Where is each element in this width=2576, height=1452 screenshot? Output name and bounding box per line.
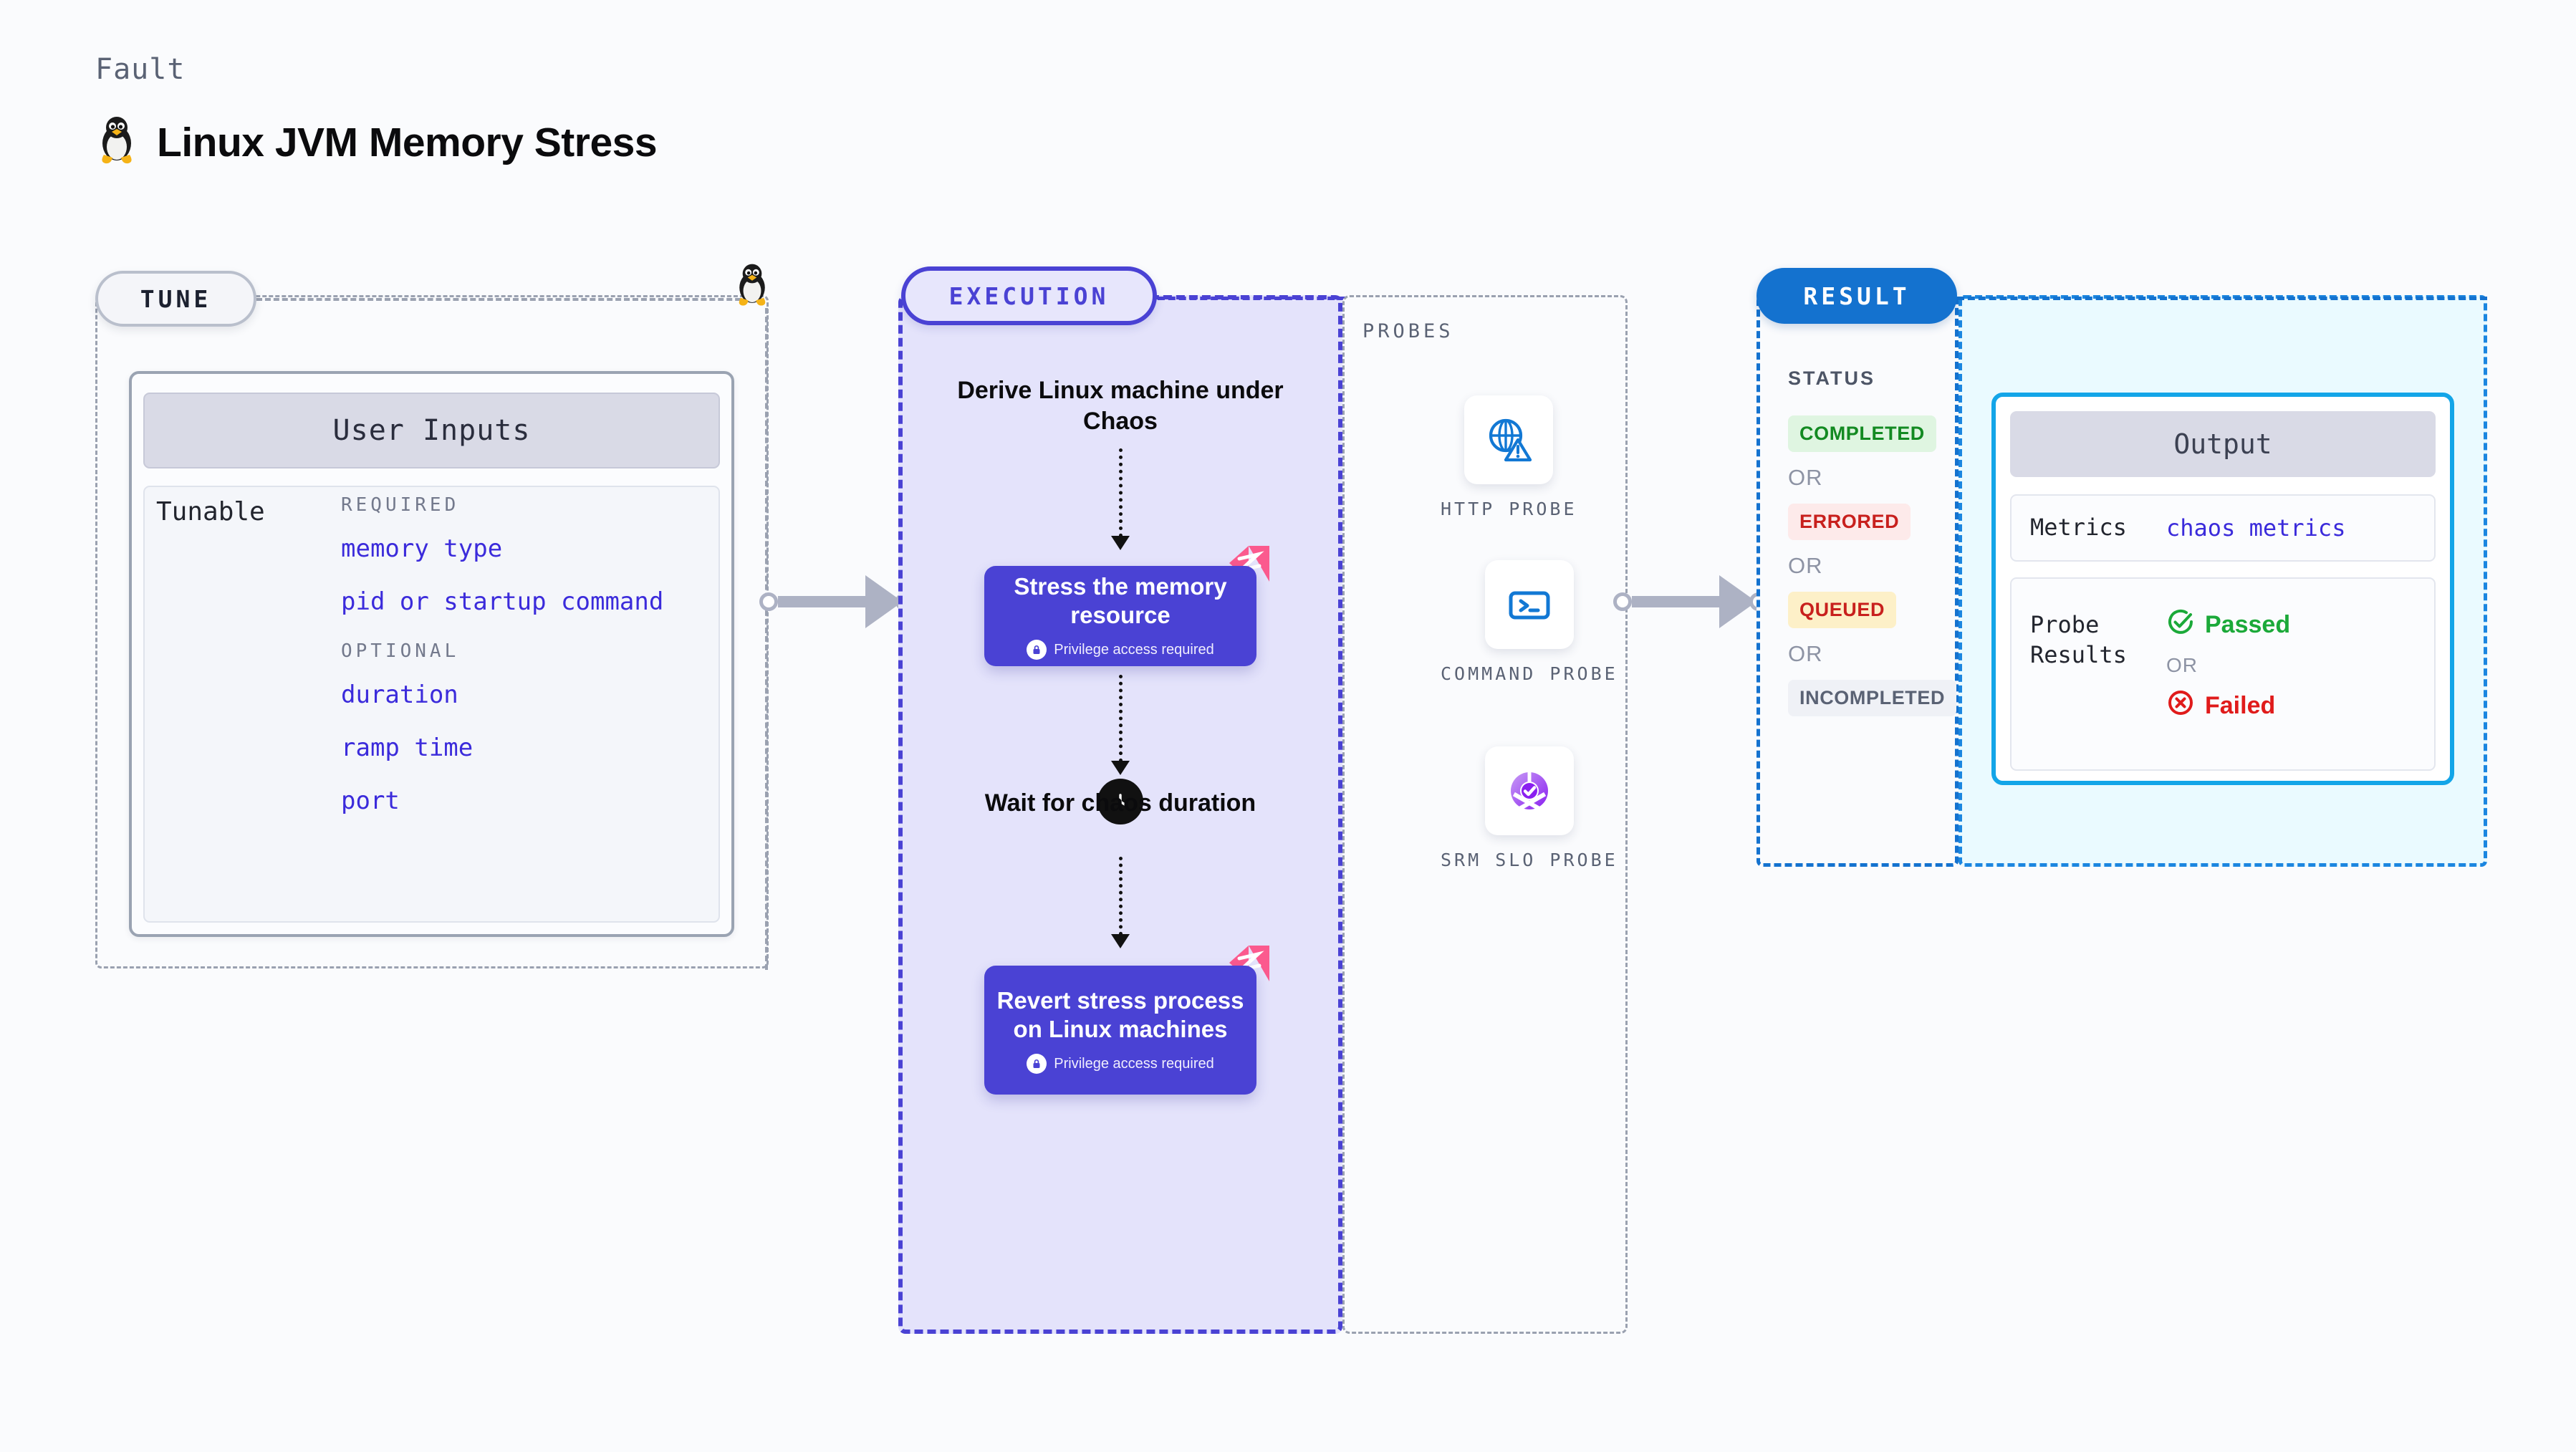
tune-badge[interactable]: TUNE (95, 271, 256, 327)
x-circle-icon (2166, 688, 2195, 723)
probe-label: SRM SLO PROBE (1441, 850, 1618, 870)
probe-label: HTTP PROBE (1441, 499, 1577, 519)
user-inputs-header: User Inputs (143, 393, 720, 468)
passed-label: Passed (2205, 611, 2291, 638)
metrics-key: Metrics (2030, 514, 2127, 542)
connector-dot (759, 592, 778, 611)
probe-label: COMMAND PROBE (1441, 663, 1618, 684)
failed-label: Failed (2205, 692, 2276, 719)
connector-bar (1632, 596, 1719, 607)
metrics-value[interactable]: chaos metrics (2166, 514, 2346, 542)
execution-top-dash (1158, 297, 1345, 300)
tunable-item[interactable]: duration (341, 681, 458, 709)
flow-line (1119, 675, 1123, 762)
probe-item-http[interactable]: HTTP PROBE (1441, 395, 1577, 521)
node-title: Revert stress process on Linux machines (996, 986, 1244, 1042)
tunable-item[interactable]: ramp time (341, 734, 474, 762)
tunable-group-title: REQUIRED (341, 494, 460, 516)
flow-arrowhead (1111, 934, 1130, 948)
probe-results-key: Probe Results (2030, 611, 2127, 668)
probe-result-passed: Passed (2166, 607, 2290, 643)
probes-title: PROBES (1363, 320, 1454, 342)
status-title: STATUS (1788, 367, 1875, 389)
flow-arrowhead (1111, 536, 1130, 550)
execution-step-derive: Derive Linux machine under Chaos (957, 377, 1284, 435)
status-badge: QUEUED (1788, 592, 1897, 628)
lock-icon (1027, 1054, 1047, 1074)
or-label: OR (1788, 553, 1823, 578)
or-label: OR (1788, 465, 1823, 490)
probe-result-failed: Failed (2166, 688, 2290, 723)
tunable-list: REQUIRED memory type pid or startup comm… (341, 494, 663, 840)
node-privilege-note: Privilege access required (1027, 640, 1214, 660)
result-region (1756, 295, 1959, 867)
execution-badge[interactable]: EXECUTION (901, 266, 1157, 325)
status-badge: COMPLETED (1788, 415, 1936, 452)
tunable-group-title: OPTIONAL (341, 640, 460, 662)
lock-icon (1027, 640, 1047, 660)
or-label: OR (1788, 641, 1823, 666)
page-title-row: Linux JVM Memory Stress (95, 115, 658, 170)
terminal-icon (1484, 560, 1574, 649)
execution-step-wait: Wait for chaos duration (984, 789, 1256, 817)
connector-tune-to-execution (759, 575, 914, 628)
page-title: Linux JVM Memory Stress (157, 119, 658, 165)
output-probe-results-row: Probe Results Passed OR Failed (2010, 577, 2436, 771)
tune-top-dash (256, 298, 758, 301)
status-badge: INCOMPLETED (1788, 680, 1957, 716)
tunable-item[interactable]: memory type (341, 534, 503, 563)
flow-line (1119, 857, 1123, 936)
linux-penguin-marker-icon (732, 262, 772, 312)
tunable-item[interactable]: port (341, 787, 400, 815)
globe-warning-icon (1464, 395, 1554, 484)
connector-bar (778, 596, 865, 607)
node-privilege-note: Privilege access required (1027, 1054, 1214, 1074)
check-circle-icon (2166, 607, 2195, 643)
slo-donut-check-icon (1484, 746, 1574, 835)
tunable-item[interactable]: pid or startup command (341, 587, 664, 616)
tune-right-dash (765, 308, 768, 970)
connector-dot (1613, 592, 1632, 611)
probe-item-command[interactable]: COMMAND PROBE (1441, 560, 1618, 686)
result-badge[interactable]: RESULT (1756, 268, 1957, 324)
linux-penguin-icon (95, 115, 138, 170)
status-list: COMPLETED OR ERRORED OR QUEUED OR INCOMP… (1788, 415, 1957, 716)
node-privilege-text: Privilege access required (1054, 641, 1214, 658)
tunable-box (143, 486, 720, 923)
flow-line (1119, 448, 1123, 537)
result-top-dash (1957, 297, 2487, 300)
node-title: Stress the memory resource (1014, 572, 1227, 628)
output-metrics-row: Metrics chaos metrics (2010, 494, 2436, 562)
flow-arrowhead (1111, 761, 1130, 775)
clock-icon (1097, 779, 1143, 824)
execution-node-revert[interactable]: Revert stress process on Linux machines … (984, 966, 1256, 1095)
node-privilege-text: Privilege access required (1054, 1055, 1214, 1072)
or-label: OR (2166, 654, 2198, 676)
status-badge: ERRORED (1788, 504, 1911, 540)
page-kicker: Fault (95, 53, 186, 86)
execution-node-stress[interactable]: Stress the memory resource Privilege acc… (984, 566, 1256, 666)
connector-probes-to-result (1613, 575, 1768, 628)
output-header: Output (2010, 411, 2436, 477)
probe-item-srm-slo[interactable]: SRM SLO PROBE (1441, 746, 1618, 872)
tunable-label: Tunable (156, 497, 265, 527)
